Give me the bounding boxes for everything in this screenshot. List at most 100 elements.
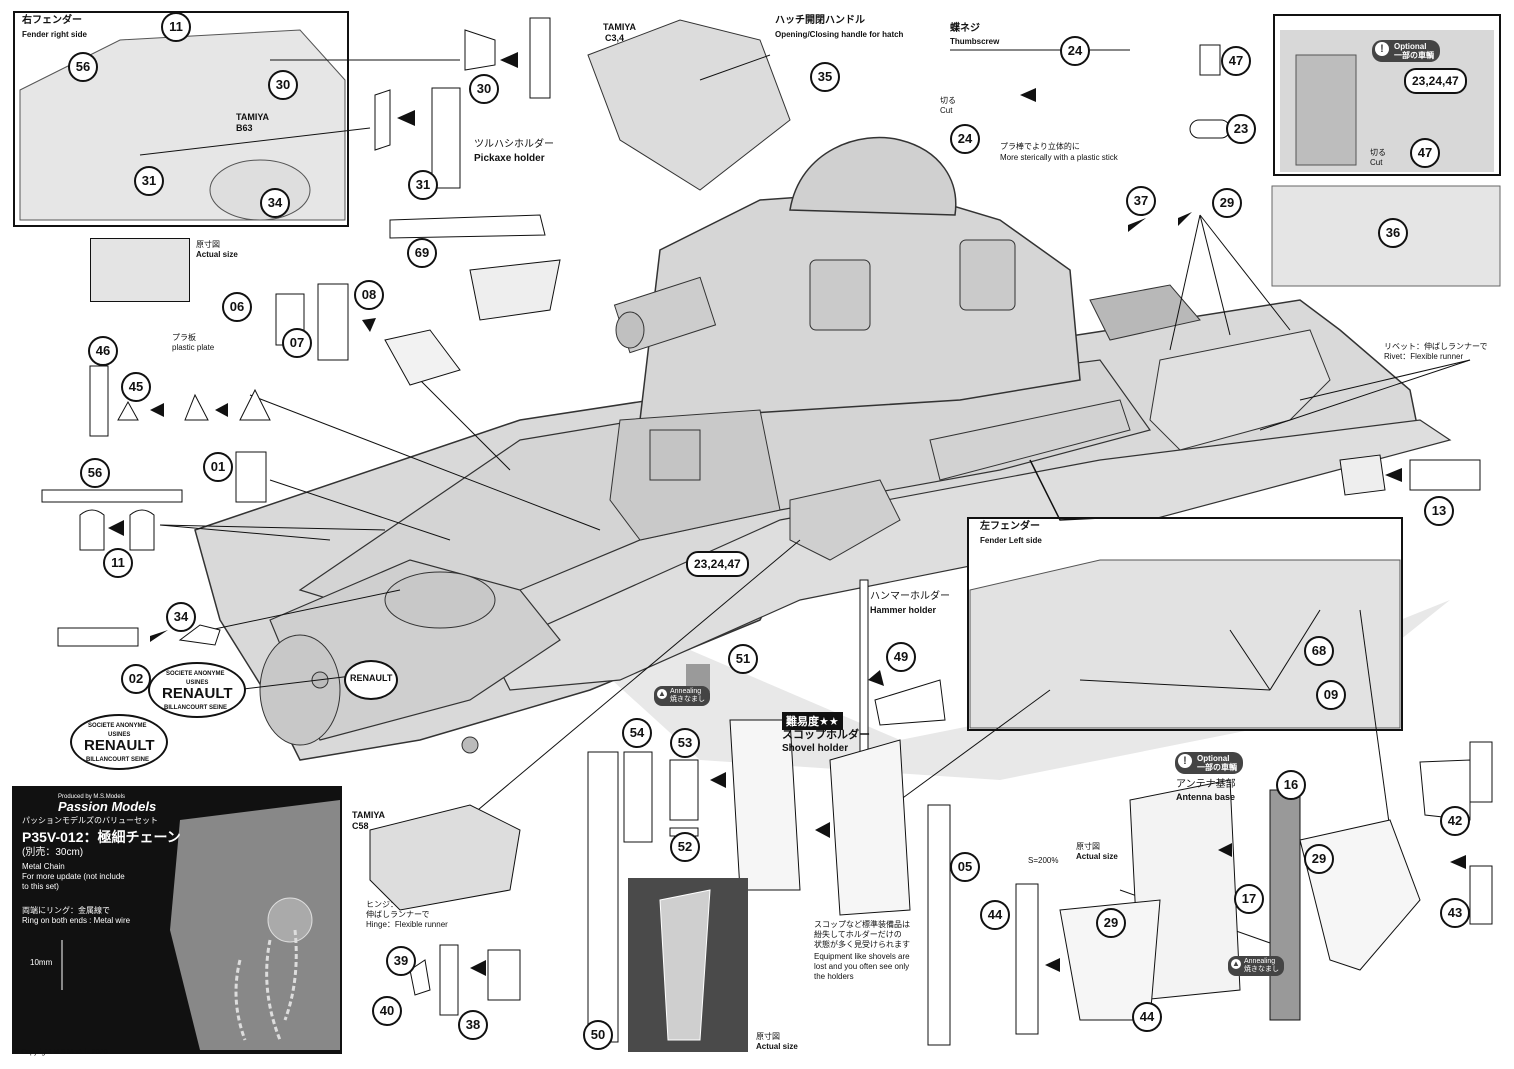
annealing-jp-2: 焼きなまし [1244, 966, 1279, 973]
part-16: 16 [1276, 770, 1306, 800]
fender-left-jp: 左フェンダー [980, 521, 1040, 532]
chain-en-2: For more update (not include [22, 872, 125, 881]
fender-left-en: Fender Left side [980, 536, 1042, 545]
renault-top-2: SOCIETE ANONYME [88, 723, 147, 729]
cut-jp-2: 切る [1370, 148, 1386, 157]
rivet-en: Rivet：Flexible runner [1384, 352, 1464, 361]
annealing-en-2: Annealing [1244, 958, 1276, 965]
plastic-stick-jp: プラ棒でより立体的に [1000, 142, 1080, 151]
tow-hook-2 [461, 736, 479, 754]
turret-vision-2 [959, 239, 1016, 311]
part-37: 37 [1126, 186, 1156, 216]
part-56-b: 56 [80, 458, 110, 488]
plastic-plate-en: plastic plate [172, 343, 215, 352]
part-09: 09 [1316, 680, 1346, 710]
part-46: 46 [88, 336, 118, 366]
chain-en-1: Metal Chain [22, 862, 65, 871]
optional-en: Optional [1394, 42, 1427, 51]
part-45: 45 [121, 372, 151, 402]
renault-name-3: RENAULT [350, 673, 393, 683]
grille [1089, 284, 1201, 341]
part-54: 54 [622, 718, 652, 748]
tamiya-c58-b: C58 [352, 821, 369, 831]
difficulty-badge: 難易度★★ [782, 712, 843, 730]
plastic-plate-jp: プラ板 [172, 333, 196, 342]
rear-hatch [384, 571, 496, 629]
antenna-en: Antenna base [1176, 792, 1236, 802]
renault-plate-2: SOCIETE ANONYME USINES RENAULT BILLANCOU… [70, 714, 168, 770]
renault-plate-mounted: RENAULT [344, 660, 398, 700]
tamiya-c34-b: C3,4 [605, 33, 625, 43]
renault-name-2: RENAULT [84, 737, 155, 754]
actual-jp-2: 原寸図 [1076, 842, 1100, 851]
renault-top-1: SOCIETE ANONYME [166, 671, 225, 677]
part-07: 07 [282, 328, 312, 358]
actual-en-2: Actual size [1076, 852, 1118, 861]
part-42: 42 [1440, 806, 1470, 836]
optional-inset-grille [1295, 54, 1357, 166]
optional-jp: 一部の車輌 [1394, 51, 1434, 60]
inset-pointer [1029, 459, 1101, 521]
renault-plate-1: SOCIETE ANONYME USINES RENAULT BILLANCOU… [148, 662, 246, 718]
cut-en-2: Cut [1370, 158, 1383, 167]
renault-usines-2: USINES [108, 732, 131, 738]
part-24-b: 24 [950, 124, 980, 154]
tamiya-b63-a: TAMIYA [236, 112, 270, 122]
ring-jp: 両端にリング：金属線で [22, 906, 110, 915]
inset-hatch [209, 159, 311, 221]
chain-hub [267, 897, 313, 943]
leader-lines [139, 54, 1471, 951]
part-05: 05 [950, 852, 980, 882]
chain-en-3: to this set) [22, 882, 59, 891]
flame-icon: ▲ [1231, 959, 1241, 969]
left-fender-inset-drawing [969, 559, 1401, 729]
chain-brand: Passion Models [58, 799, 157, 814]
part-29-b: 29 [1304, 844, 1334, 874]
part-02: 02 [121, 664, 151, 694]
tamiya-b63-b: B63 [236, 123, 253, 133]
annealing-en-1: Annealing [670, 688, 702, 695]
shovel-note-jp-2: 紛失してホルダーだけの [814, 930, 902, 939]
rivet-jp: リベット：伸ばしランナーで [1384, 342, 1488, 351]
hatch-handle-jp: ハッチ開閉ハンドル [775, 15, 865, 26]
cut-en-1: Cut [940, 106, 953, 115]
arrow-glyphs [108, 52, 1466, 976]
part-38: 38 [458, 1010, 488, 1040]
hammer-en: Hammer holder [870, 605, 937, 615]
part-40: 40 [372, 996, 402, 1026]
part-29-c: 29 [1096, 908, 1126, 938]
rear-idler [259, 634, 341, 746]
warning-icon: ! [1375, 42, 1389, 56]
part-11-a: 11 [161, 12, 191, 42]
part-34-a: 34 [260, 188, 290, 218]
part-11-b: 11 [103, 548, 133, 578]
part-43: 43 [1440, 898, 1470, 928]
part-30-b: 30 [469, 74, 499, 104]
part-34-b: 34 [166, 602, 196, 632]
part-52: 52 [670, 832, 700, 862]
part-31-b: 31 [408, 170, 438, 200]
thumbscrew-en: Thumbscrew [950, 37, 1000, 46]
hammer-jp: ハンマーホルダー [870, 591, 950, 602]
fender-right-en: Fender right side [22, 30, 87, 39]
parts-silhouettes [41, 17, 1493, 1046]
part-24-a: 24 [1060, 36, 1090, 66]
warning-icon: ! [1178, 754, 1192, 768]
front-hatch [649, 429, 701, 481]
actual-size-panel [90, 238, 190, 302]
hatch-drawing [587, 19, 791, 191]
part-13: 13 [1424, 496, 1454, 526]
renault-name-1: RENAULT [162, 685, 233, 702]
chain-title: P35V-012：極細チェーン [22, 829, 181, 845]
part-23: 23 [1226, 114, 1256, 144]
part-group-b: 23,24,47 [1404, 68, 1467, 94]
shovel-note-jp-3: 状態が多く見受けられます [814, 940, 910, 949]
hinge-jp-2: 伸ばしランナーで [366, 910, 430, 919]
fender-right-jp: 右フェンダー [22, 15, 82, 26]
left-rack [929, 399, 1131, 481]
